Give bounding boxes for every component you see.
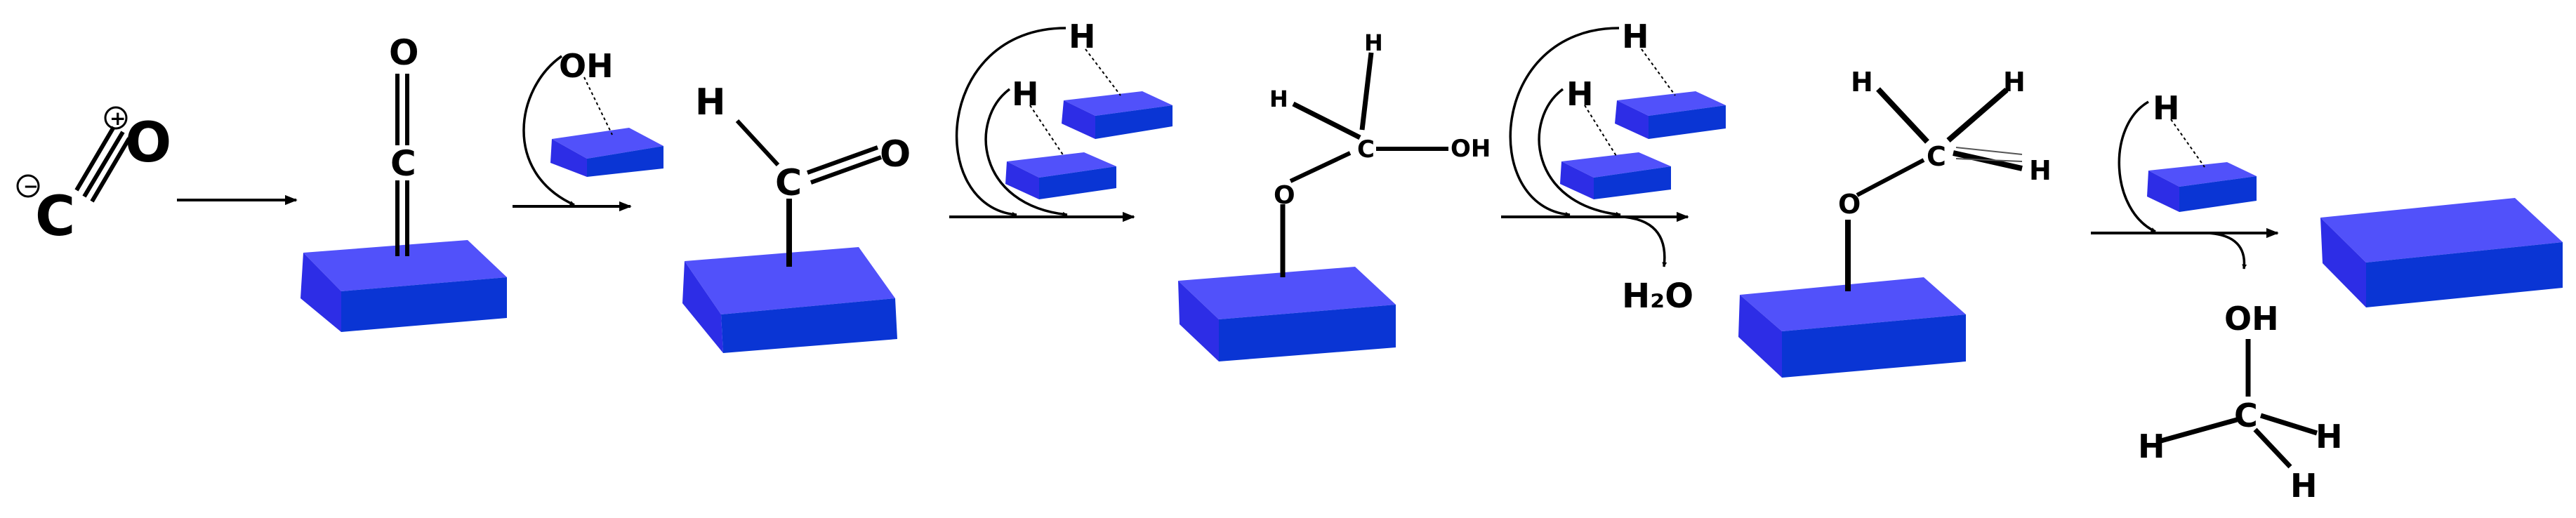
curved-arrow: [2118, 100, 2156, 233]
curved-arrow: [1538, 88, 1621, 217]
methoxy-hydrogen: H: [1851, 67, 1873, 98]
minus-charge-label: −: [23, 176, 39, 197]
co-oxygen-label: O: [125, 112, 171, 175]
methoxy-oxygen: O: [1838, 189, 1861, 220]
hydroxymethoxy-hydroxyl: OH: [1451, 135, 1491, 163]
hydroxymethoxy-hydrogen: H: [1364, 29, 1383, 56]
adsorbed-co-oxygen: O: [389, 32, 419, 73]
methoxy-hydrogen: H: [2029, 155, 2052, 186]
hydroxymethoxy-oxygen: O: [1274, 181, 1295, 210]
surface-slab: [2320, 198, 2563, 307]
curved-arrow: [1509, 27, 1620, 217]
transfer-bond-dashed: [2170, 119, 2205, 168]
product-release-arrow: [1601, 215, 1667, 267]
methanol-hydrogen: H: [2316, 418, 2343, 456]
plus-charge-label: +: [110, 107, 126, 130]
methanol-hydrogen: H: [2138, 427, 2165, 465]
co-carbon-label: C: [35, 185, 75, 248]
formyl-hydrogen: H: [695, 81, 726, 124]
hydrogen-label: H: [1069, 18, 1096, 55]
surface-slab: [2147, 162, 2257, 212]
adsorbed-co-carbon: C: [390, 143, 416, 184]
transfer-bond-dashed: [583, 77, 613, 135]
surface-slab: [1005, 152, 1116, 199]
hydrogen-label: H: [1622, 18, 1649, 55]
methanol-product: OH C H H H: [2138, 300, 2343, 505]
minus-charge-icon: [16, 174, 40, 198]
methanol-carbon: C: [2234, 397, 2258, 434]
hydrogen-label: H: [2153, 89, 2180, 127]
formyl-intermediate: H C O: [695, 81, 911, 267]
methoxy-intermediate: H H H C O: [1838, 67, 2052, 291]
surface-slab: [1738, 277, 1966, 378]
product-release-arrow: [2197, 232, 2247, 270]
adsorbed-co: O C: [389, 32, 419, 256]
methanol-hydrogen: H: [2290, 467, 2318, 505]
plus-charge-icon: [104, 106, 128, 130]
methoxy-carbon: C: [1927, 141, 1946, 172]
hydroxyl-label: OH: [559, 47, 614, 85]
hydrogen-label: H: [1012, 75, 1039, 113]
methanol-hydroxyl: OH: [2224, 300, 2279, 338]
curved-arrow: [956, 27, 1066, 217]
methoxy-hydrogen: H: [2003, 67, 2026, 98]
surface-slab: [550, 128, 663, 177]
surface-slab: [1615, 91, 1726, 139]
surface-slab: [1178, 267, 1396, 361]
surface-slab: [300, 240, 507, 332]
surface-slab: [1062, 91, 1173, 139]
transfer-bond-dashed: [1641, 48, 1676, 96]
curved-arrow: [522, 55, 575, 206]
formyl-oxygen: O: [880, 133, 911, 175]
transfer-bond-dashed: [1584, 105, 1617, 157]
hydroxymethoxy-carbon: C: [1357, 135, 1375, 164]
hydrogen-label: H: [1566, 75, 1594, 113]
water-label: H₂O: [1622, 277, 1693, 316]
transfer-bond-dashed: [1085, 48, 1121, 96]
surface-slab: [682, 247, 897, 353]
formyl-carbon: C: [775, 162, 802, 204]
transfer-bond-dashed: [1029, 105, 1064, 157]
curved-arrow: [984, 88, 1068, 217]
surface-slab: [1560, 152, 1671, 199]
co-molecule: C O − +: [16, 106, 171, 248]
hydroxymethoxy-hydrogen: H: [1269, 86, 1288, 112]
hydroxymethoxy-intermediate: H H C OH O: [1269, 29, 1491, 277]
